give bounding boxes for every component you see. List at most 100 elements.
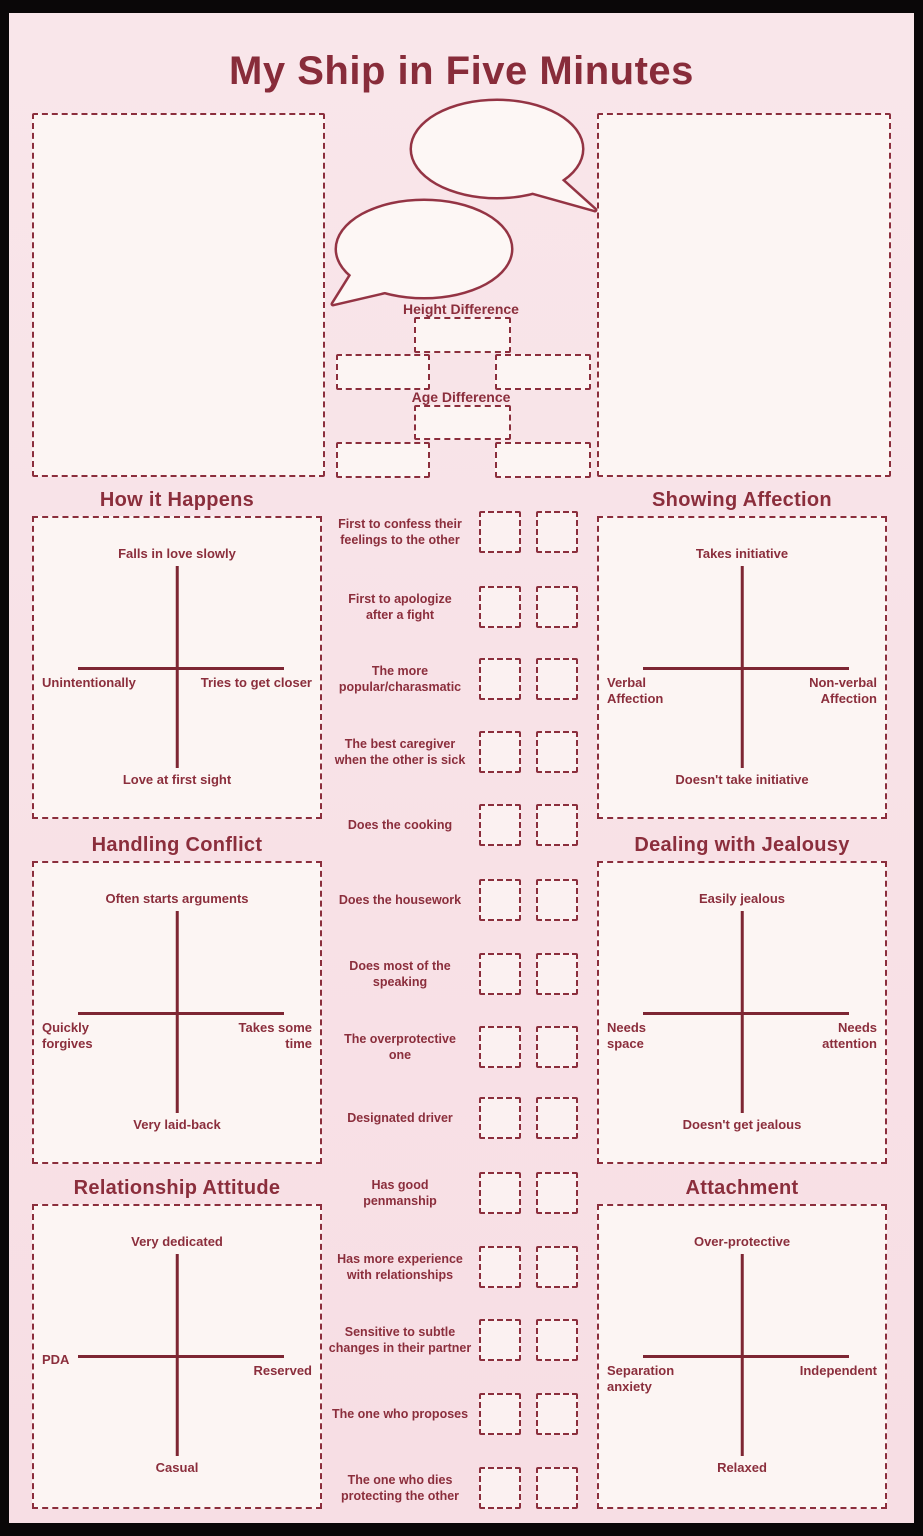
- checkbox[interactable]: [536, 953, 578, 995]
- height-difference-label: Height Difference: [403, 301, 519, 317]
- axis-label-left: Verbal Affection: [607, 675, 664, 707]
- quadrant-plot-area[interactable]: Falls in love slowly Unintentionally Tri…: [32, 516, 322, 819]
- checklist-item-label: Does the housework: [338, 892, 462, 907]
- checkbox[interactable]: [479, 586, 521, 628]
- checklist-item-label: Designated driver: [347, 1110, 453, 1125]
- quadrant-handling-conflict: Handling Conflict Often starts arguments…: [32, 834, 322, 1164]
- checklist-item-label: Has more experience with relationships: [337, 1251, 463, 1282]
- checklist-row: First to confess their feelings to the o…: [324, 511, 590, 553]
- section-title: Attachment: [685, 1177, 799, 1199]
- quadrant-plot-area[interactable]: Often starts arguments Quickly forgives …: [32, 861, 322, 1164]
- checklist-item-label: The overprotective one: [344, 1031, 456, 1062]
- height-value-box-right[interactable]: [495, 354, 591, 390]
- checklist-row: Sensitive to subtle changes in their par…: [324, 1319, 590, 1361]
- quadrant-showing-affection: Showing Affection Takes initiative Verba…: [597, 489, 887, 819]
- checkbox[interactable]: [479, 1172, 521, 1214]
- quadrant-plot-area[interactable]: Over-protective Separation anxiety Indep…: [597, 1204, 887, 1509]
- speech-bubble-icon[interactable]: [330, 198, 514, 307]
- page-title: My Ship in Five Minutes: [229, 49, 694, 93]
- checkbox[interactable]: [479, 879, 521, 921]
- axis-horizontal-line: [643, 1012, 849, 1015]
- quadrant-plot-area[interactable]: Very dedicated PDA Reserved Casual: [32, 1204, 322, 1509]
- checkbox[interactable]: [536, 511, 578, 553]
- checklist-row: Does most of the speaking: [324, 953, 590, 995]
- axis-label-bottom: Love at first sight: [122, 772, 232, 787]
- checkbox[interactable]: [479, 1467, 521, 1509]
- checkbox[interactable]: [479, 1319, 521, 1361]
- axis-label-right: Non-verbal Affection: [809, 675, 877, 707]
- quadrant-relationship-attitude: Relationship Attitude Very dedicated PDA…: [32, 1177, 322, 1509]
- axis-label-top: Takes initiative: [695, 546, 789, 561]
- checklist-item-label: The best caregiver when the other is sic…: [334, 736, 466, 767]
- checkbox[interactable]: [479, 804, 521, 846]
- axis-label-bottom: Casual: [155, 1460, 199, 1475]
- checkbox[interactable]: [536, 586, 578, 628]
- character-image-box-left[interactable]: [32, 113, 325, 477]
- checkbox[interactable]: [479, 731, 521, 773]
- character-image-box-right[interactable]: [597, 113, 891, 477]
- checklist-row: First to apologize after a fight: [324, 586, 590, 628]
- axis-label-left: Quickly forgives: [42, 1020, 93, 1052]
- checklist-row: Designated driver: [324, 1097, 590, 1139]
- axis-horizontal-line: [78, 667, 284, 670]
- checkbox[interactable]: [536, 731, 578, 773]
- checkbox[interactable]: [536, 1393, 578, 1435]
- checkbox[interactable]: [536, 879, 578, 921]
- checklist-row: Does the housework: [324, 879, 590, 921]
- checkbox[interactable]: [479, 658, 521, 700]
- checkbox[interactable]: [536, 1026, 578, 1068]
- height-value-box-left[interactable]: [336, 354, 430, 390]
- axis-label-bottom: Relaxed: [717, 1460, 767, 1475]
- axis-horizontal-line: [78, 1355, 284, 1358]
- checklist-row: The one who proposes: [324, 1393, 590, 1435]
- axis-label-left: Unintentionally: [42, 675, 136, 690]
- speech-bubble-icon[interactable]: [409, 98, 598, 213]
- quadrant-plot-area[interactable]: Takes initiative Verbal Affection Non-ve…: [597, 516, 887, 819]
- axis-label-right: Reserved: [253, 1363, 312, 1378]
- checkbox[interactable]: [536, 1246, 578, 1288]
- checklist-item-label: The one who proposes: [331, 1406, 469, 1421]
- axis-horizontal-line: [643, 667, 849, 670]
- checkbox[interactable]: [479, 953, 521, 995]
- axis-horizontal-line: [643, 1355, 849, 1358]
- checkbox[interactable]: [536, 658, 578, 700]
- section-title: Dealing with Jealousy: [634, 834, 850, 856]
- axis-label-right: Takes some time: [238, 1020, 312, 1052]
- quadrant-dealing-with-jealousy: Dealing with Jealousy Easily jealous Nee…: [597, 834, 887, 1164]
- axis-label-bottom: Very laid-back: [133, 1117, 221, 1132]
- checklist-item-label: Has good penmanship: [363, 1177, 437, 1208]
- checkbox[interactable]: [536, 1319, 578, 1361]
- age-difference-box[interactable]: [414, 405, 511, 440]
- checklist-row: The overprotective one: [324, 1026, 590, 1068]
- worksheet-sheet: My Ship in Five Minutes Height Differenc…: [9, 13, 914, 1523]
- checkbox[interactable]: [479, 1097, 521, 1139]
- axis-label-right: Needs attention: [822, 1020, 877, 1052]
- checkbox[interactable]: [479, 511, 521, 553]
- quadrant-attachment: Attachment Over-protective Separation an…: [597, 1177, 887, 1509]
- height-difference-box[interactable]: [414, 317, 511, 353]
- checkbox[interactable]: [536, 1097, 578, 1139]
- quadrant-plot-area[interactable]: Easily jealous Needs space Needs attenti…: [597, 861, 887, 1164]
- axis-label-top: Often starts arguments: [105, 891, 249, 906]
- checkbox[interactable]: [536, 1172, 578, 1214]
- checkbox[interactable]: [536, 1467, 578, 1509]
- axis-label-right: Independent: [799, 1363, 877, 1378]
- checklist-row: The best caregiver when the other is sic…: [324, 731, 590, 773]
- axis-label-left: PDA: [42, 1352, 70, 1367]
- section-title: How it Happens: [99, 489, 255, 511]
- axis-label-top: Very dedicated: [131, 1234, 223, 1249]
- age-value-box-right[interactable]: [495, 442, 591, 478]
- axis-label-bottom: Doesn't get jealous: [682, 1117, 802, 1132]
- checklist-row: Does the cooking: [324, 804, 590, 846]
- quadrant-how-it-happens: How it Happens Falls in love slowly Unin…: [32, 489, 322, 819]
- checkbox[interactable]: [479, 1246, 521, 1288]
- age-value-box-left[interactable]: [336, 442, 430, 478]
- checklist-row: Has good penmanship: [324, 1172, 590, 1214]
- section-title: Showing Affection: [652, 489, 832, 511]
- axis-label-left: Needs space: [607, 1020, 647, 1052]
- checkbox[interactable]: [536, 804, 578, 846]
- checkbox[interactable]: [479, 1026, 521, 1068]
- checklist-row: The more popular/charasmatic: [324, 658, 590, 700]
- checkbox[interactable]: [479, 1393, 521, 1435]
